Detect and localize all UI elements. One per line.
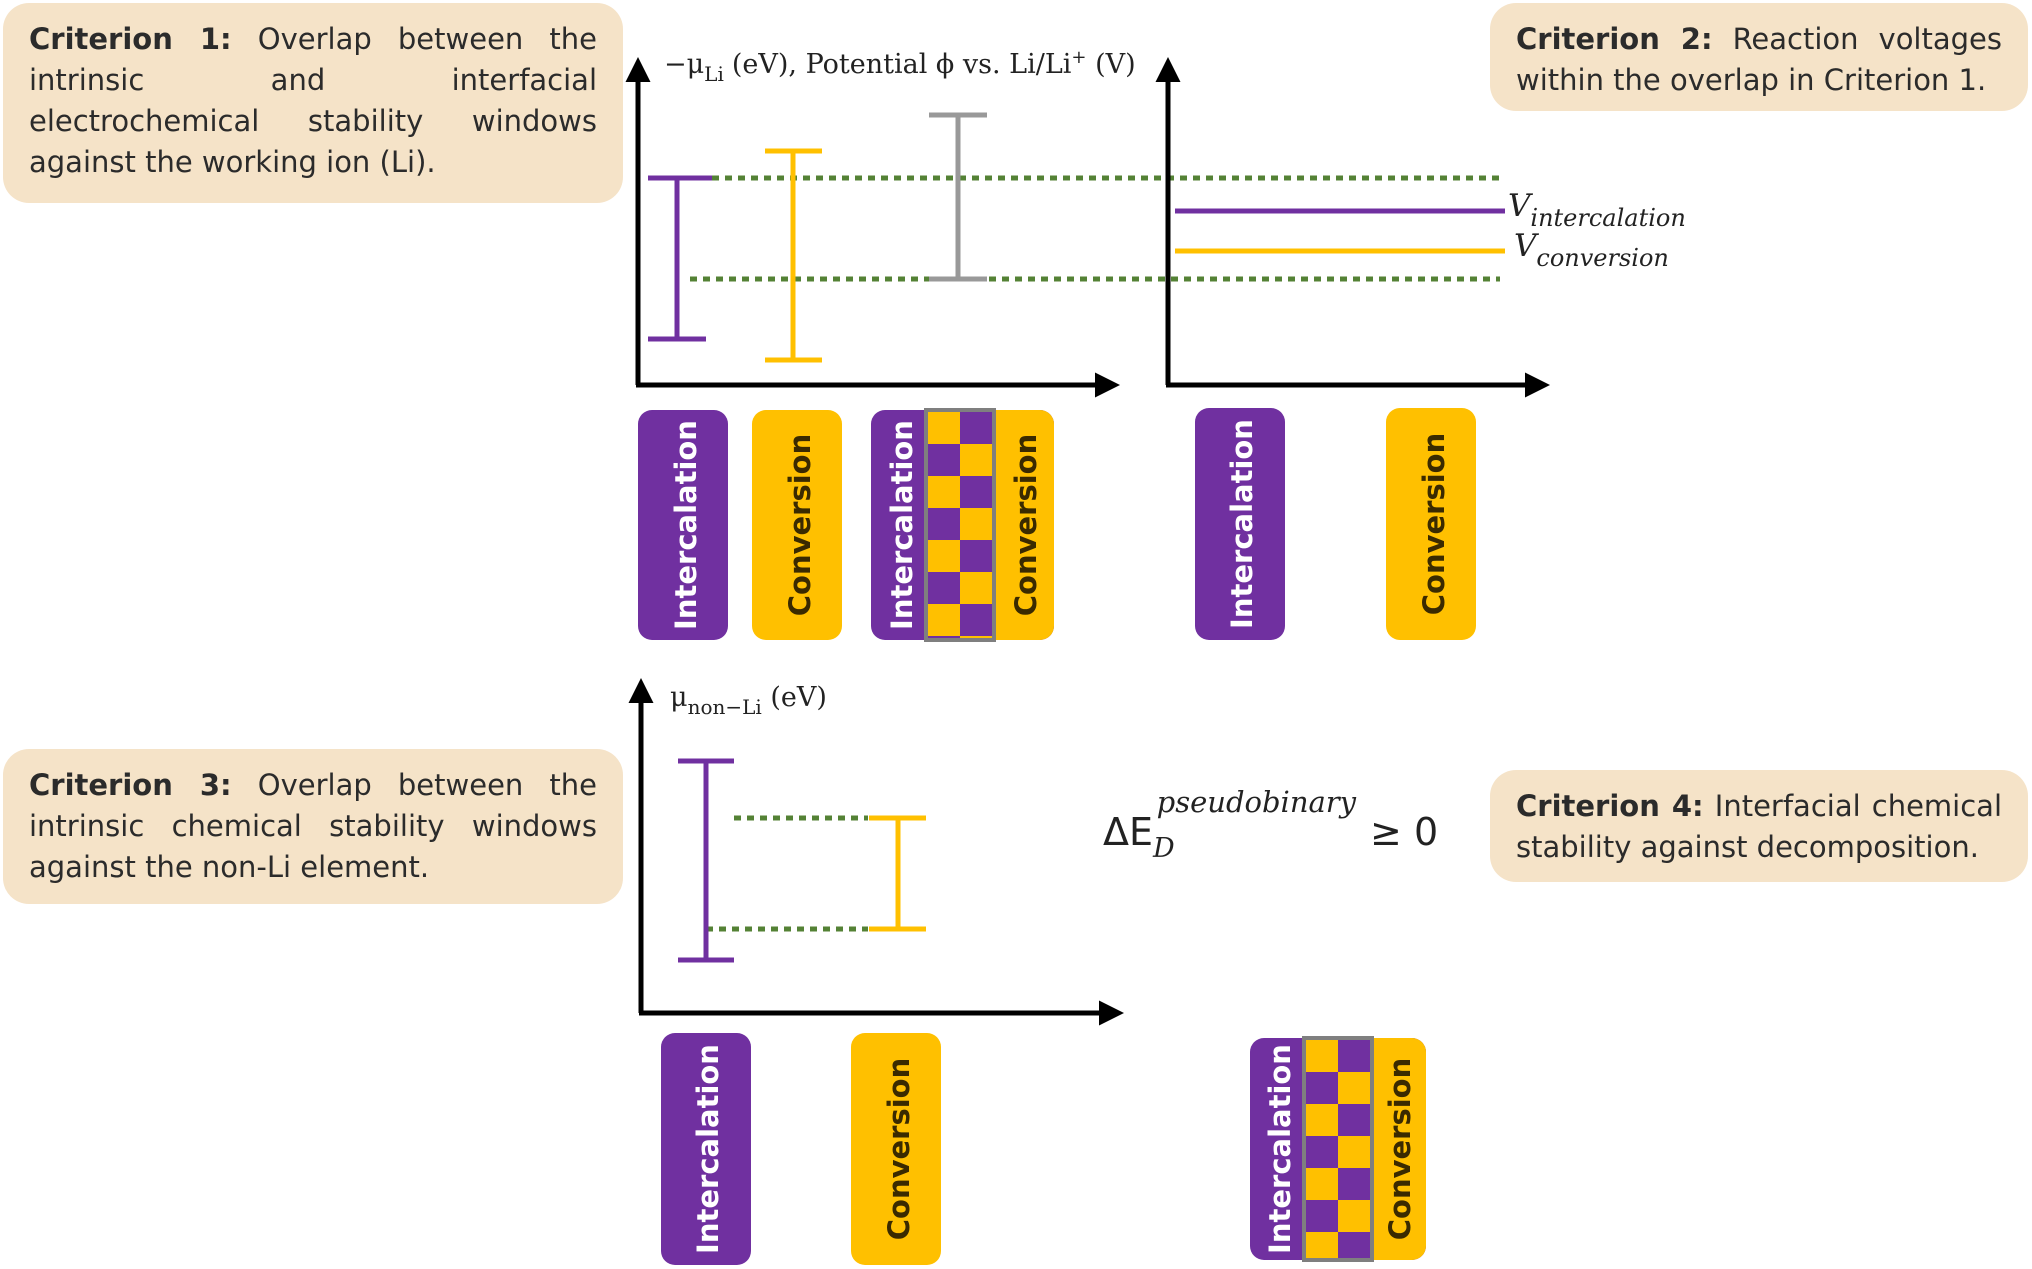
top-right-axes: [1155, 57, 1550, 398]
criterion-3-text: Overlap between the intrinsic chemical s…: [29, 768, 598, 884]
criterion-2-text: Reaction voltages within the overlap in …: [1516, 22, 2002, 97]
criterion-4-text: Interfacial chemical stability against d…: [1516, 789, 2003, 864]
conversion-block-3: Conversion: [851, 1033, 941, 1265]
criterion-2-title: Criterion 2:: [1516, 22, 1713, 56]
svg-text:Conversion: Conversion: [1009, 434, 1043, 617]
conversion-block-1: Conversion: [752, 410, 842, 640]
svg-text:Conversion: Conversion: [783, 434, 817, 617]
bottom-conversion-window-bar: [869, 815, 926, 932]
conversion-window-bar: [765, 148, 822, 363]
interface-block-2: Intercalation Conversion: [1250, 1036, 1426, 1262]
bottom-y-axis-label: μnon−Li (eV): [670, 682, 827, 719]
conversion-block-2: Conversion: [1386, 408, 1476, 640]
svg-text:Conversion: Conversion: [1417, 433, 1451, 616]
interface-block-1: Intercalation Conversion: [871, 408, 1054, 642]
intercalation-block-2: Intercalation: [1195, 408, 1285, 640]
criterion-4-callout: Criterion 4: Interfacial chemical stabil…: [1490, 770, 2028, 882]
decomposition-energy-formula: ΔEDpseudobinary≥ 0: [1103, 785, 1438, 864]
criterion-1-callout: Criterion 1: Overlap between the intrins…: [3, 3, 623, 203]
bottom-intercalation-window-bar: [678, 758, 734, 963]
bottom-axes: [628, 678, 1124, 1026]
svg-text:Intercalation: Intercalation: [1225, 419, 1259, 629]
criterion-4-title: Criterion 4:: [1516, 789, 1704, 823]
svg-text:Intercalation: Intercalation: [885, 420, 919, 630]
svg-text:Intercalation: Intercalation: [669, 420, 703, 630]
intercalation-voltage-label: Vintercalation: [1508, 188, 1686, 232]
criterion-2-callout: Criterion 2: Reaction voltages within th…: [1490, 3, 2028, 111]
svg-text:Conversion: Conversion: [882, 1058, 916, 1241]
interface-window-bar: [929, 112, 987, 282]
intercalation-window-bar: [648, 175, 712, 342]
criterion-1-text: Overlap between the intrinsic and interf…: [29, 22, 598, 179]
criterion-3-title: Criterion 3:: [29, 768, 232, 802]
intercalation-block-3: Intercalation: [661, 1033, 751, 1265]
interface-checker-1: [928, 412, 992, 638]
svg-text:Intercalation: Intercalation: [1263, 1044, 1297, 1254]
criterion-1-title: Criterion 1:: [29, 22, 232, 56]
intercalation-block-1: Intercalation: [638, 410, 728, 640]
criterion-3-callout: Criterion 3: Overlap between the intrins…: [3, 749, 623, 904]
interface-checker-2: [1306, 1040, 1370, 1258]
svg-text:Intercalation: Intercalation: [691, 1044, 725, 1254]
svg-text:Conversion: Conversion: [1383, 1058, 1417, 1241]
top-y-axis-label: −μLi(eV), Potential ϕ vs. Li/Li+ (V): [664, 47, 1136, 86]
top-left-axes: [625, 57, 1120, 398]
conversion-voltage-label: Vconversion: [1514, 228, 1669, 272]
